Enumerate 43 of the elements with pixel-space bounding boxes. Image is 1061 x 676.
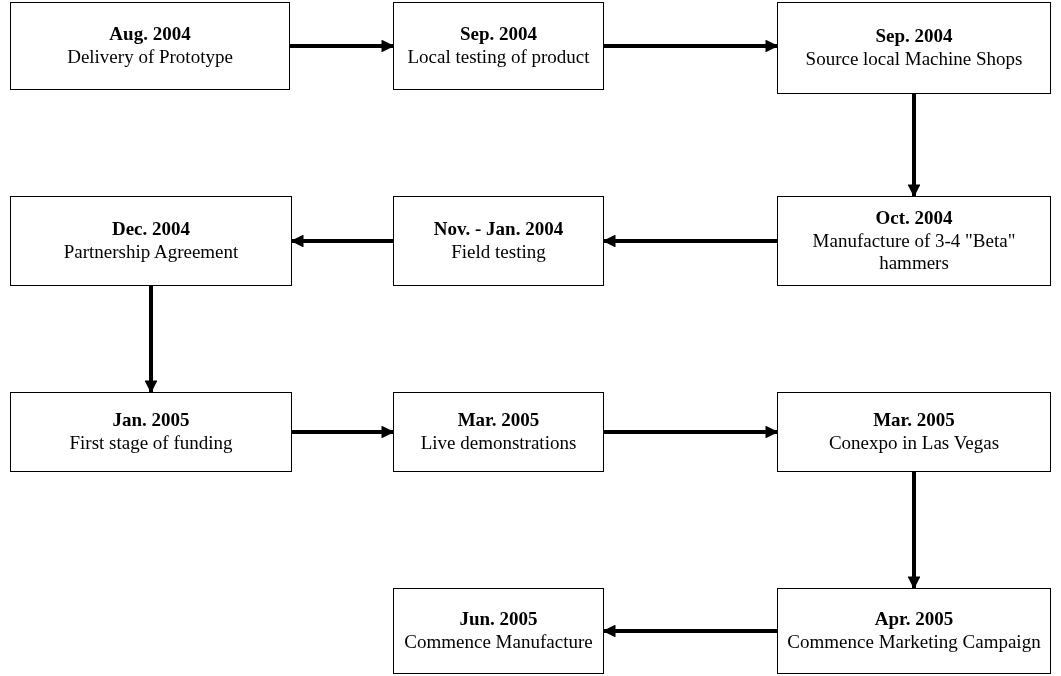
milestone-text: Field testing (451, 241, 546, 264)
timeline-box (393, 392, 604, 472)
timeline-box (393, 2, 604, 90)
arrow (602, 624, 777, 638)
timeline-box (10, 392, 292, 472)
milestone-text: Partnership Agreement (63, 241, 239, 264)
milestone-text: Manufacture of 3-4 "Beta" hammers (811, 229, 1017, 276)
arrow (602, 234, 777, 248)
date-label: Mar. 2005 (873, 409, 955, 432)
date-label: Oct. 2004 (875, 206, 953, 230)
date-label: Apr. 2005 (874, 608, 954, 631)
date-label: Sep. 2004 (875, 25, 953, 48)
date-label: Jun. 2005 (459, 608, 538, 631)
timeline-box (777, 196, 1051, 286)
date-label: Nov. - Jan. 2004 (433, 218, 564, 241)
timeline-box (393, 588, 604, 674)
timeline-box (10, 2, 290, 90)
timeline-box (393, 196, 604, 286)
date-label: Jan. 2005 (112, 409, 190, 432)
date-label: Sep. 2004 (459, 23, 538, 46)
timeline-box (777, 392, 1051, 472)
milestone-text: First stage of funding (69, 432, 233, 455)
milestone-text: Source local Machine Shops (805, 48, 1023, 71)
arrow (907, 94, 921, 198)
timeline-box (777, 2, 1051, 94)
milestone-text: Live demonstrations (420, 432, 577, 455)
date-label: Mar. 2005 (457, 409, 540, 432)
arrow (290, 234, 393, 248)
arrow (290, 39, 395, 53)
date-label: Aug. 2004 (109, 23, 191, 46)
arrow (907, 472, 921, 590)
milestone-text: Conexpo in Las Vegas (828, 432, 1000, 455)
date-label: Dec. 2004 (111, 218, 191, 241)
arrow (144, 286, 158, 394)
milestone-text: Commence Manufacture (404, 631, 593, 654)
arrow (604, 425, 779, 439)
timeline-box (777, 588, 1051, 674)
milestone-text: Local testing of product (407, 46, 590, 69)
milestone-text: Delivery of Prototype (67, 46, 233, 69)
arrow (292, 425, 395, 439)
arrow (604, 39, 779, 53)
timeline-box (10, 196, 292, 286)
milestone-text: Commence Marketing Campaign (787, 631, 1041, 654)
